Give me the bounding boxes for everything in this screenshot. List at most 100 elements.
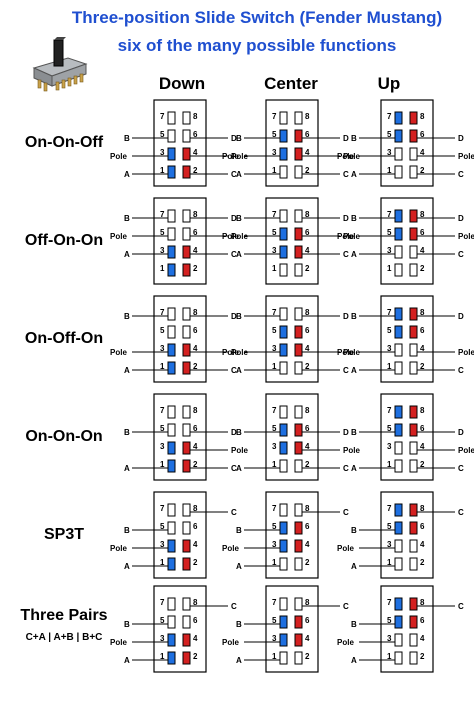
terminal-label-left: A: [124, 250, 130, 259]
contact-right: [182, 147, 191, 161]
terminal-label-right: D: [343, 134, 349, 143]
contact-left: [394, 307, 403, 321]
contact-right: [182, 343, 191, 357]
pin-number-left: 3: [387, 148, 392, 157]
contact-right: [409, 165, 418, 179]
contact-left: [394, 441, 403, 455]
terminal-label-left: A: [351, 656, 357, 665]
pin-number-right: 8: [305, 504, 310, 513]
pin-number-left: 1: [272, 264, 277, 273]
switch-body: [153, 99, 207, 187]
pin-number-right: 2: [305, 652, 310, 661]
pin-number-right: 2: [420, 652, 425, 661]
switch-body: [153, 585, 207, 673]
terminal-label-left: A: [236, 170, 242, 179]
pin-number-left: 5: [272, 326, 277, 335]
contact-right: [294, 361, 303, 375]
contact-right: [182, 651, 191, 665]
pin-number-left: 1: [160, 264, 165, 273]
pin-number-right: 8: [193, 112, 198, 121]
terminal-label-right: D: [343, 428, 349, 437]
contact-left: [279, 459, 288, 473]
contact-left: [279, 361, 288, 375]
terminal-label-left: Pole: [222, 638, 239, 647]
terminal-label-right: C: [231, 366, 237, 375]
contact-right: [294, 111, 303, 125]
terminal-label-left: A: [351, 464, 357, 473]
terminal-label-right: C: [343, 508, 349, 517]
contact-right: [409, 245, 418, 259]
pin-number-left: 5: [387, 616, 392, 625]
terminal-label-left: B: [124, 134, 130, 143]
row-label-on-on-on: On-On-On: [25, 428, 103, 445]
pin-number-right: 8: [420, 598, 425, 607]
contact-left: [167, 557, 176, 571]
pin-number-left: 5: [160, 228, 165, 237]
terminal-label-left: Pole: [222, 544, 239, 553]
terminal-label-left: Pole: [110, 544, 127, 553]
contact-right: [182, 245, 191, 259]
contact-right: [409, 557, 418, 571]
contact-left: [279, 263, 288, 277]
contact-right: [409, 615, 418, 629]
pin-number-left: 5: [160, 326, 165, 335]
pin-number-right: 2: [193, 166, 198, 175]
contact-left: [394, 325, 403, 339]
pin-number-left: 3: [160, 246, 165, 255]
contact-right: [294, 307, 303, 321]
pin-number-left: 3: [160, 344, 165, 353]
pin-number-right: 6: [193, 424, 198, 433]
contact-left: [167, 111, 176, 125]
contact-right: [182, 263, 191, 277]
pin-number-left: 1: [387, 264, 392, 273]
terminal-label-right: C: [231, 170, 237, 179]
contact-left: [167, 597, 176, 611]
terminal-label-right: D: [231, 312, 237, 321]
terminal-label-right: C: [343, 464, 349, 473]
terminal-label-left: A: [124, 562, 130, 571]
terminal-label-right: C: [231, 602, 237, 611]
terminal-label-right: Pole: [458, 152, 474, 161]
pin-number-right: 6: [193, 616, 198, 625]
contact-left: [279, 209, 288, 223]
page-title: Three-position Slide Switch (Fender Must…: [71, 8, 443, 27]
contact-left: [279, 343, 288, 357]
contact-right: [182, 361, 191, 375]
contact-left: [167, 165, 176, 179]
pin-number-right: 2: [305, 264, 310, 273]
terminal-label-left: B: [124, 214, 130, 223]
contact-left: [394, 615, 403, 629]
contact-left: [167, 405, 176, 419]
contact-right: [294, 615, 303, 629]
pin-number-right: 4: [420, 634, 425, 643]
pin-number-right: 8: [420, 406, 425, 415]
pin-number-right: 8: [420, 112, 425, 121]
contact-left: [167, 521, 176, 535]
contact-right: [294, 343, 303, 357]
pin-number-left: 3: [387, 540, 392, 549]
contact-right: [182, 227, 191, 241]
terminal-label-right: C: [231, 508, 237, 517]
pin-number-right: 6: [193, 228, 198, 237]
contact-left: [167, 147, 176, 161]
pin-number-left: 3: [272, 246, 277, 255]
row-label-on-on-off: On-On-Off: [24, 134, 104, 151]
terminal-label-left: Pole: [110, 348, 127, 357]
terminal-label-left: A: [351, 170, 357, 179]
terminal-label-right: C: [343, 602, 349, 611]
pin-number-left: 5: [272, 228, 277, 237]
contact-right: [409, 503, 418, 517]
pin-number-right: 8: [420, 210, 425, 219]
terminal-label-left: B: [351, 312, 357, 321]
contact-left: [394, 129, 403, 143]
contact-right: [409, 325, 418, 339]
pin-number-left: 3: [387, 634, 392, 643]
pin-number-left: 3: [387, 442, 392, 451]
contact-left: [167, 459, 176, 473]
contact-right: [294, 633, 303, 647]
contact-left: [394, 263, 403, 277]
contact-right: [409, 423, 418, 437]
contact-left: [279, 165, 288, 179]
pin-number-left: 3: [160, 148, 165, 157]
